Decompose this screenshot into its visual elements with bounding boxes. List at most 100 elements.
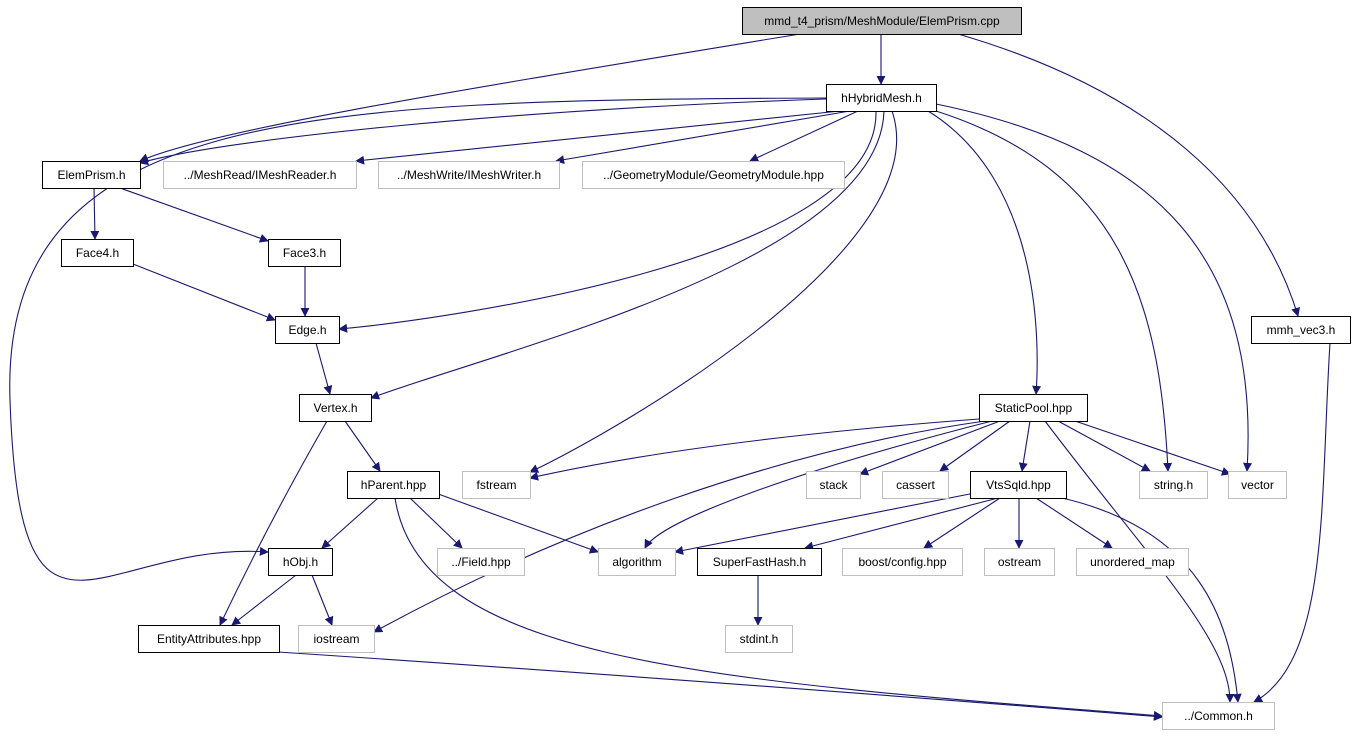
node-ElemPrism[interactable]: ElemPrism.h bbox=[42, 161, 141, 189]
edge-EntityAttributes-to-Common bbox=[277, 651, 1163, 721]
edge-arrow bbox=[370, 110, 885, 400]
edge-hHybridMesh-to-StaticPool bbox=[927, 110, 1042, 395]
edge-hHybridMesh-to-Edge bbox=[338, 110, 877, 333]
node-box[interactable] bbox=[979, 394, 1088, 422]
node-label: ElemPrism.h bbox=[57, 168, 125, 182]
node-label: StaticPool.hpp bbox=[995, 401, 1073, 415]
node-cassert: cassert bbox=[882, 471, 949, 499]
node-box[interactable] bbox=[347, 471, 440, 499]
edge-arrow bbox=[644, 420, 993, 549]
node-box bbox=[1228, 471, 1287, 499]
node-box bbox=[984, 548, 1055, 576]
node-label: cassert bbox=[896, 478, 935, 492]
node-label: Face4.h bbox=[76, 246, 119, 260]
edge-hParent-to-hObj bbox=[321, 497, 379, 549]
edge-hParent-to-Field bbox=[409, 497, 463, 549]
node-Edge[interactable]: Edge.h bbox=[275, 316, 340, 344]
node-label: boost/config.hpp bbox=[858, 555, 946, 569]
node-label: ../Field.hpp bbox=[451, 555, 511, 569]
edge-StaticPool-to-cassert bbox=[939, 420, 1011, 472]
node-root[interactable]: mmd_t4_prism/MeshModule/ElemPrism.cpp bbox=[742, 7, 1022, 35]
node-VtsSqld[interactable]: VtsSqld.hpp bbox=[970, 471, 1067, 499]
node-Face3[interactable]: Face3.h bbox=[268, 239, 341, 267]
edges-layer bbox=[9, 33, 1331, 721]
edge-arrow bbox=[859, 420, 1001, 476]
node-box[interactable] bbox=[742, 7, 1022, 35]
node-box[interactable] bbox=[268, 548, 333, 576]
edge-VtsSqld-to-algorithm bbox=[674, 490, 986, 555]
edge-arrow bbox=[338, 110, 877, 333]
edge-StaticPool-to-iostream bbox=[373, 420, 986, 633]
node-box bbox=[163, 161, 357, 189]
node-EntityAttributes[interactable]: EntityAttributes.hpp bbox=[138, 625, 280, 653]
edge-StaticPool-to-algorithm bbox=[644, 420, 993, 549]
node-Vertex[interactable]: Vertex.h bbox=[299, 394, 372, 422]
node-algorithm: algorithm bbox=[598, 548, 676, 576]
node-label: Vertex.h bbox=[313, 401, 357, 415]
node-unordered-map: unordered_map bbox=[1076, 548, 1189, 576]
node-box bbox=[598, 548, 676, 576]
edge-VtsSqld-to-unordered_map bbox=[1035, 497, 1113, 549]
node-label: stack bbox=[819, 478, 848, 492]
edge-arrow bbox=[321, 497, 379, 549]
node-boost-config: boost/config.hpp bbox=[842, 548, 963, 576]
edge-hHybridMesh-to-vector bbox=[935, 103, 1252, 472]
node-label: SuperFastHash.h bbox=[713, 555, 806, 569]
node-box[interactable] bbox=[268, 239, 341, 267]
edge-arrow bbox=[1044, 420, 1235, 703]
node-iostream: iostream bbox=[298, 625, 375, 653]
node-box[interactable] bbox=[61, 239, 134, 267]
edge-arrow bbox=[119, 187, 269, 243]
node-label: Face3.h bbox=[283, 246, 326, 260]
node-hHybridMesh[interactable]: hHybridMesh.h bbox=[826, 84, 937, 112]
node-box[interactable] bbox=[42, 161, 141, 189]
edge-StaticPool-to-vector bbox=[1074, 420, 1231, 476]
edge-arrow bbox=[315, 342, 333, 395]
node-label: ../GeometryModule/GeometryModule.hpp bbox=[603, 168, 824, 182]
node-label: hParent.hpp bbox=[361, 478, 427, 492]
edge-arrow bbox=[923, 497, 1001, 549]
edge-ElemPrism-to-Face3 bbox=[119, 187, 269, 243]
node-box[interactable] bbox=[970, 471, 1067, 499]
node-box[interactable] bbox=[275, 316, 340, 344]
node-label: algorithm bbox=[612, 555, 661, 569]
node-SuperFastHash[interactable]: SuperFastHash.h bbox=[697, 548, 822, 576]
edge-root-to-mmh_vec3 bbox=[957, 33, 1300, 317]
edge-arrow bbox=[529, 418, 980, 481]
edge-arrow bbox=[939, 420, 1011, 472]
edge-arrow bbox=[957, 33, 1300, 317]
node-box bbox=[1076, 548, 1189, 576]
edge-VtsSqld-to-Common bbox=[1061, 497, 1242, 703]
node-string-h: string.h bbox=[1139, 471, 1208, 499]
edge-arrow bbox=[9, 97, 827, 581]
edge-hHybridMesh-to-IMeshWriter bbox=[555, 110, 851, 165]
edge-arrow bbox=[1074, 420, 1231, 476]
node-IMeshReader: ../MeshRead/IMeshReader.h bbox=[163, 161, 357, 189]
node-box[interactable] bbox=[299, 394, 372, 422]
node-label: ostream bbox=[998, 555, 1041, 569]
edge-arrow bbox=[555, 110, 851, 165]
node-mmh-vec3[interactable]: mmh_vec3.h bbox=[1251, 316, 1351, 344]
node-hObj[interactable]: hObj.h bbox=[268, 548, 333, 576]
node-StaticPool[interactable]: StaticPool.hpp bbox=[979, 394, 1088, 422]
node-box[interactable] bbox=[1251, 316, 1351, 344]
node-box bbox=[462, 471, 531, 499]
node-Face4[interactable]: Face4.h bbox=[61, 239, 134, 267]
edge-hHybridMesh-to-IMeshReader bbox=[355, 110, 841, 165]
node-box[interactable] bbox=[697, 548, 822, 576]
node-box bbox=[1162, 702, 1275, 730]
edge-ElemPrism-to-Face4 bbox=[90, 187, 100, 240]
edge-arrow bbox=[1035, 497, 1113, 549]
edge-hObj-to-iostream bbox=[311, 574, 334, 626]
edge-arrow bbox=[90, 187, 100, 240]
node-box[interactable] bbox=[826, 84, 937, 112]
edge-StaticPool-to-string_h bbox=[1057, 420, 1151, 472]
node-hParent[interactable]: hParent.hpp bbox=[347, 471, 440, 499]
node-box[interactable] bbox=[138, 625, 280, 653]
edge-arrow bbox=[394, 497, 1163, 720]
edge-hObj-to-EntityAttributes bbox=[231, 574, 297, 626]
edge-hHybridMesh-to-GeometryModule bbox=[749, 110, 859, 162]
edge-StaticPool-to-VtsSqld bbox=[1018, 420, 1031, 472]
node-vector: vector bbox=[1228, 471, 1287, 499]
edge-arrow bbox=[139, 98, 827, 166]
